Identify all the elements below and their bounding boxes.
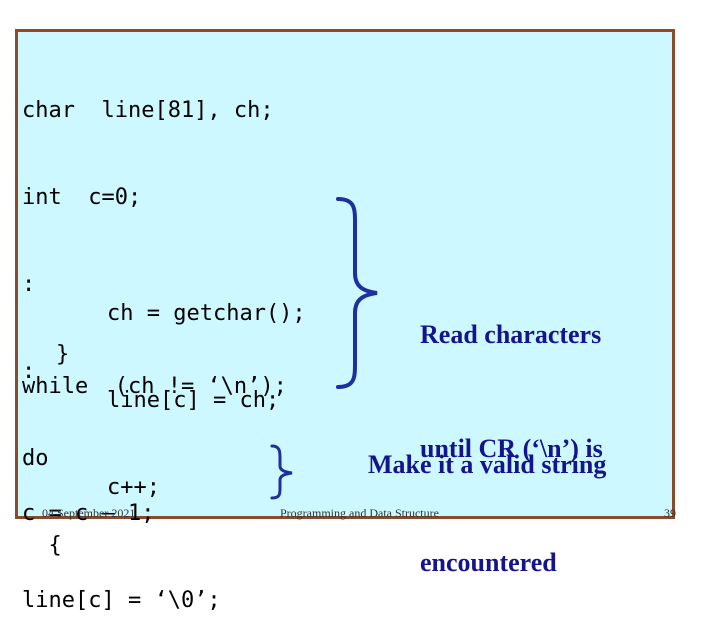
slide-panel — [15, 29, 675, 519]
code-while-line: while (ch != ‘\n’); — [22, 374, 287, 399]
code-line: : — [22, 359, 36, 384]
code-line: int c=0; — [22, 185, 142, 210]
code-line: c++; — [107, 475, 160, 500]
code-close-brace: } — [56, 342, 70, 367]
code-line: c = c – 1; — [22, 501, 155, 526]
right-brace-large-icon — [336, 197, 378, 389]
code-line: char line[81], ch; — [22, 98, 274, 123]
code-block-terminate: c = c – 1; line[c] = ‘\0’; — [22, 441, 221, 644]
code-block-loop-body: ch = getchar(); line[c] = ch; c++; — [107, 241, 306, 531]
code-line: line[c] = ch; — [107, 388, 280, 413]
right-brace-small-icon — [270, 444, 293, 500]
footer-date: 04 September 2021 — [42, 506, 136, 520]
annotation-line: encountered — [420, 548, 557, 577]
code-line: ch = getchar(); — [107, 301, 306, 326]
annotation-valid-string: Make it a valid string — [368, 450, 607, 479]
code-line: : — [22, 272, 36, 297]
annotation-line: until CR (‘\n’) is — [420, 434, 603, 463]
annotation-read-characters: Read characters until CR (‘\n’) is encou… — [420, 240, 603, 620]
annotation-line: Read characters — [420, 320, 602, 349]
footer-page-number: 39 — [664, 506, 676, 520]
code-line: do — [22, 446, 49, 471]
code-block-declarations: char line[81], ch; int c=0; : : do { — [22, 38, 274, 589]
code-line: line[c] = ‘\0’; — [22, 588, 221, 613]
footer-course: Programming and Data Structure — [280, 506, 439, 520]
